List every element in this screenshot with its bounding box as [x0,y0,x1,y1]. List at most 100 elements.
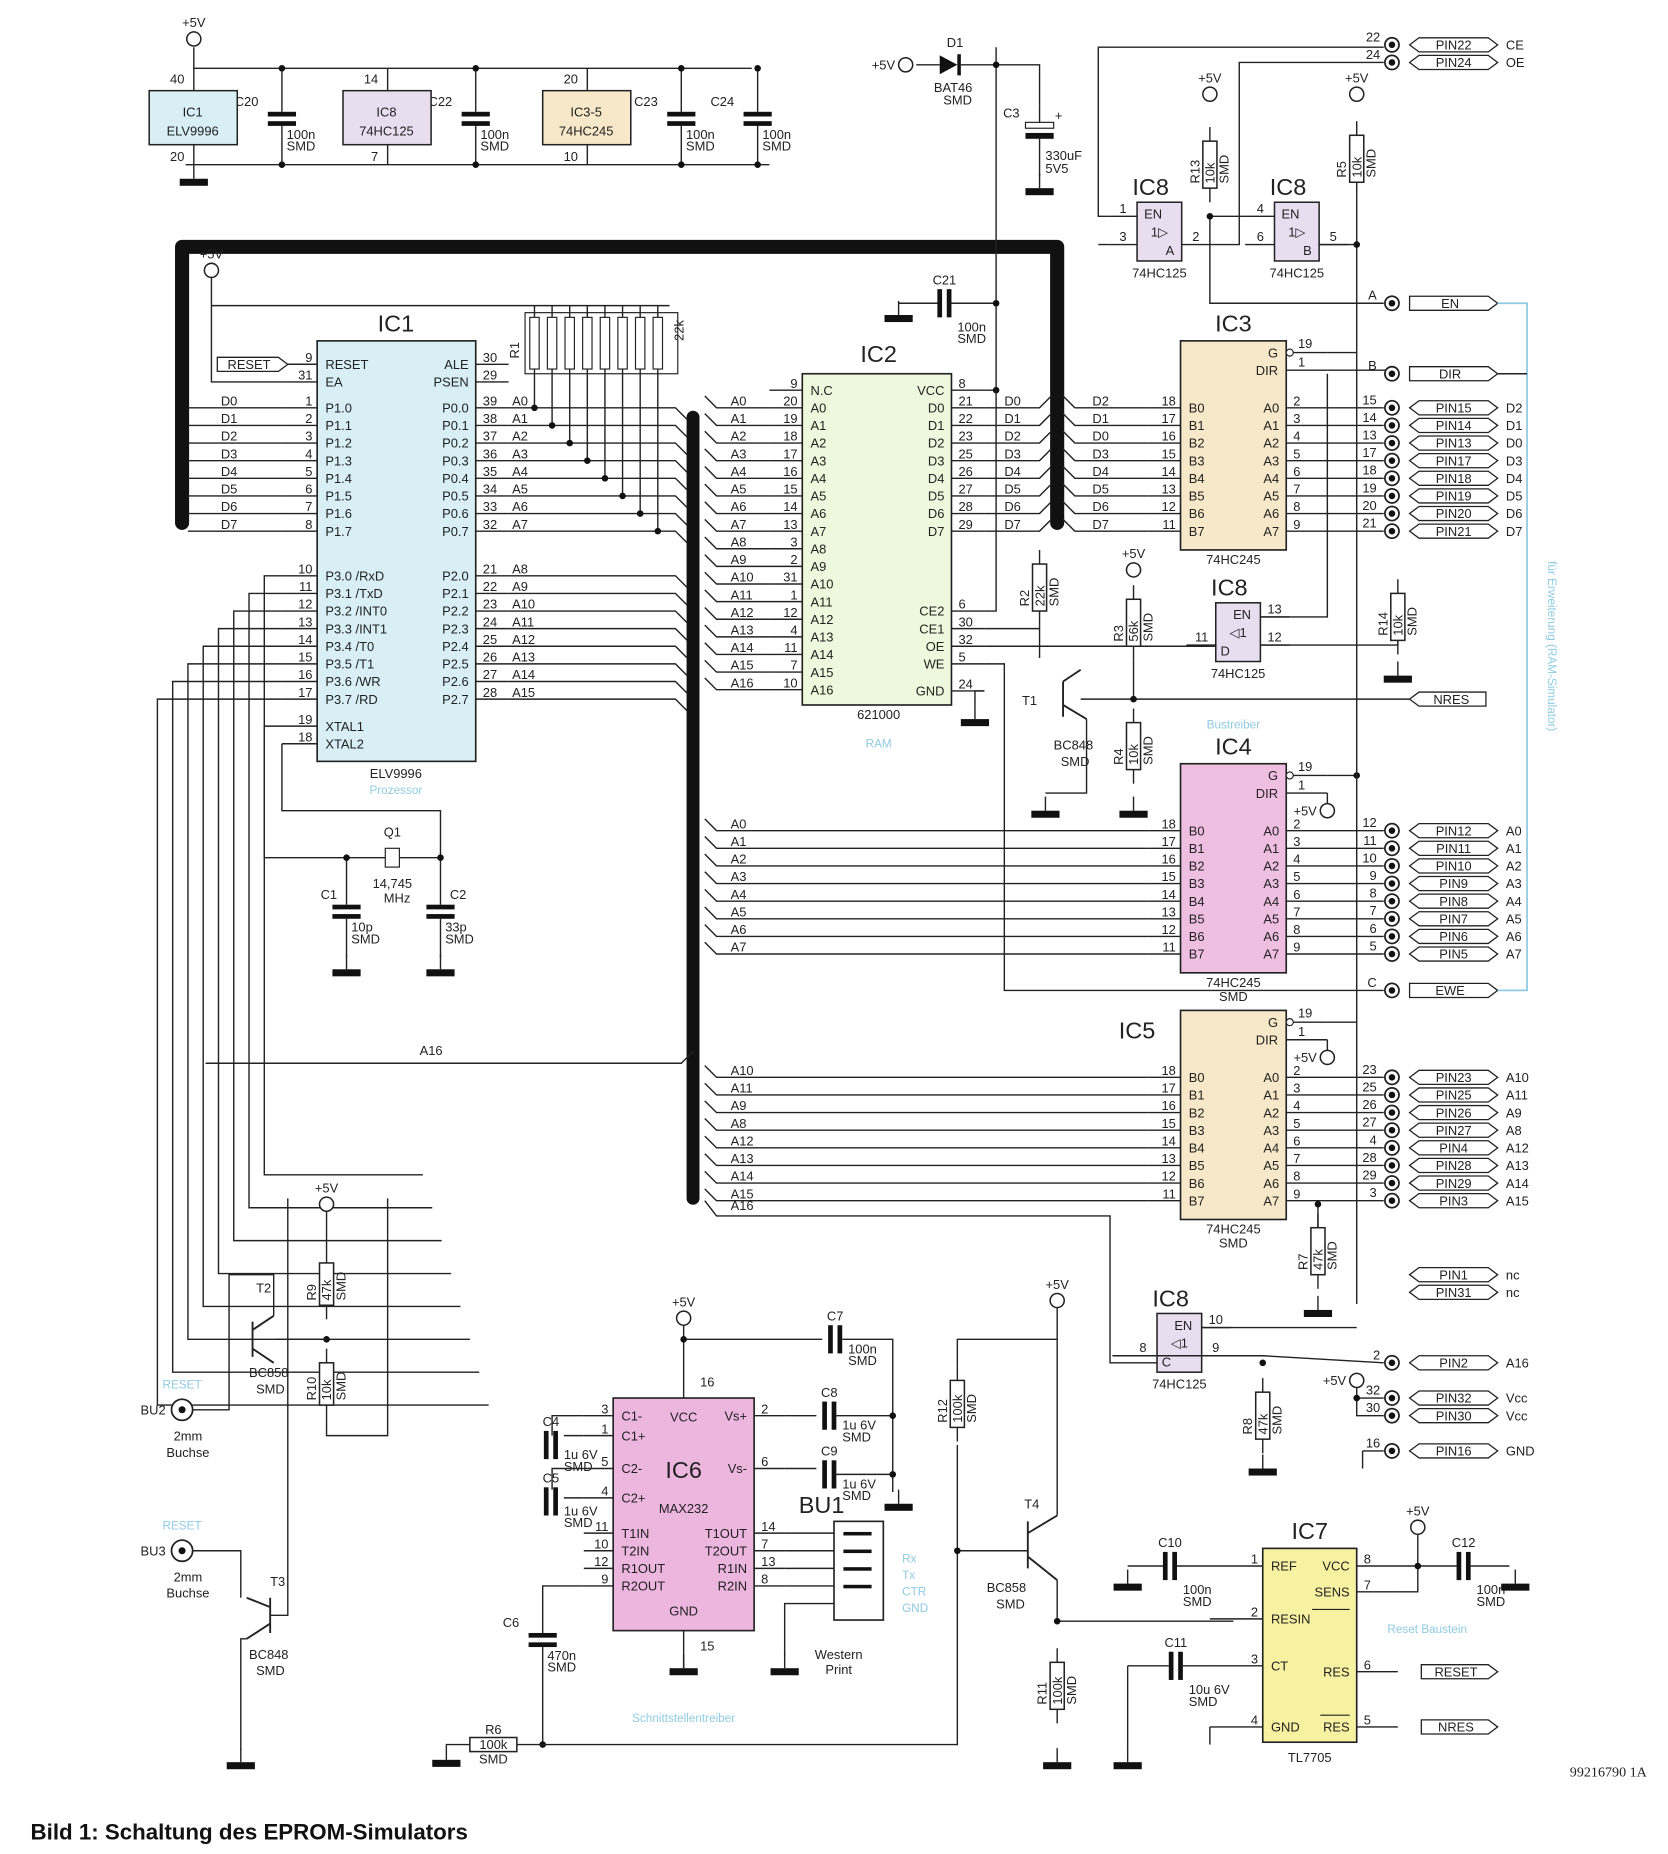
wire [704,1117,1149,1131]
ic2-function: RAM [866,737,892,750]
ground-symbol-icon [1113,1583,1142,1591]
wire [233,610,442,1242]
wire [217,627,452,1275]
net-label: A1 [512,411,528,426]
pin-number: 2 [1293,816,1300,831]
capacitor-c1 [332,904,361,910]
capacitor-plate [267,121,297,126]
reset-input-label-label: RESET [228,357,271,372]
capacitor-value: 1u 6V [842,1476,876,1491]
connector-pin-dot [1388,880,1396,887]
gate-enable-label: EN [1144,207,1162,222]
junction-dot [1206,213,1214,220]
pin-number: 28 [959,499,973,514]
pin-name: D4 [928,471,945,486]
pin-number: 19 [1298,1005,1312,1020]
resistor-r9 [318,1262,335,1307]
connector-pin16 [1408,1443,1499,1459]
connector-nres-label: NRES [1433,692,1469,707]
pin-name: P0.1 [442,418,469,433]
connector-pin5 [1408,946,1499,962]
capacitor-package: SMD [287,139,316,154]
capacitor-package: SMD [564,1515,593,1530]
pin-number: 13 [761,1554,775,1569]
resistor-r7 [1310,1226,1326,1276]
pin-name: A2 [811,436,827,451]
crystal-q1-icon [384,847,400,868]
connector-pin22 [1408,37,1499,53]
pin-name: B4 [1189,894,1205,909]
connector-pin-dot [1388,474,1396,482]
connector-pin-number: 25 [1362,1079,1376,1094]
wire [984,413,1052,427]
pin-name: Vs+ [724,1408,747,1423]
capacitor-value: 1u 6V [564,1503,598,1518]
pin-name: WE [924,657,945,672]
net-label: A16 [731,675,754,690]
pin-number: 28 [483,685,497,700]
pin-number: 13 [1161,1151,1175,1166]
net-label: A4 [731,887,747,902]
pin-number: 8 [1293,922,1300,937]
resistor-r4 [1125,721,1142,771]
pin-name: P1.2 [325,436,352,451]
pin-number: 4 [305,446,312,461]
pin-name: N.C [811,383,833,398]
net-label: A2 [731,429,747,444]
pin-name: A3 [1263,453,1279,468]
connector-letter: C [1367,975,1376,990]
resistor-r14 [1390,592,1406,642]
gate-pin-number: 9 [1212,1340,1219,1355]
connector-pin-number: 23 [1362,1062,1376,1077]
resistor-network-element [652,316,664,370]
pin-name-dir: DIR [1256,1032,1278,1047]
net-label: D7 [1092,517,1109,532]
wire [508,575,688,589]
connector-net-label: OE [1506,55,1525,70]
ic6-function: Schnittstellentreiber [632,1712,735,1725]
connector-pin-number: 14 [1362,410,1376,425]
ic-ic3 [1179,340,1288,551]
pin-number: 16 [783,464,797,479]
pin-name: C2- [621,1461,642,1476]
pin-number: 26 [959,464,973,479]
header-ic-ref: IC1 [183,104,203,119]
capacitor-c12 [1456,1551,1462,1581]
capacitor-plate [667,121,696,126]
pin-name: R1OUT [621,1561,665,1576]
pin-name: XTAL2 [325,736,364,751]
pin-name: A6 [1263,929,1279,944]
net-label: A12 [512,632,535,647]
junction-dot [278,161,286,168]
connector-pin4 [1408,1140,1499,1156]
capacitor-c22 [461,111,490,117]
pin-number: 11 [1162,940,1175,955]
pin-number: 13 [1161,482,1175,497]
resistor-ref: R12 [935,1399,950,1423]
pin-number: 37 [483,429,497,444]
net-label: A8 [731,1116,747,1131]
diode-bar [957,54,961,76]
pin-name: P3.7 /RD [325,692,377,707]
net-label: D0 [221,393,238,408]
crystal-ref: Q1 [384,825,401,840]
connector-pin10 [1408,858,1499,874]
junction-dot [472,65,480,72]
wire [1062,430,1149,444]
pin-name: A1 [811,418,827,433]
pin-number: 11 [784,640,797,655]
capacitor-package: SMD [351,931,380,946]
wire [508,698,688,712]
resistor-value: 22k [1032,585,1047,606]
wire [704,1188,1149,1202]
pin-number: 12 [1161,499,1175,514]
connector-pin20 [1408,505,1499,522]
capacitor-ref: C22 [429,94,453,109]
capacitor-ref: C24 [710,94,734,109]
resistor-r10 [318,1362,335,1406]
wire [508,495,688,509]
wire [704,1135,1149,1149]
pin-number: 21 [483,561,497,576]
capacitor-value: 100n [848,1341,877,1356]
connector-pin-dot [1388,527,1396,535]
